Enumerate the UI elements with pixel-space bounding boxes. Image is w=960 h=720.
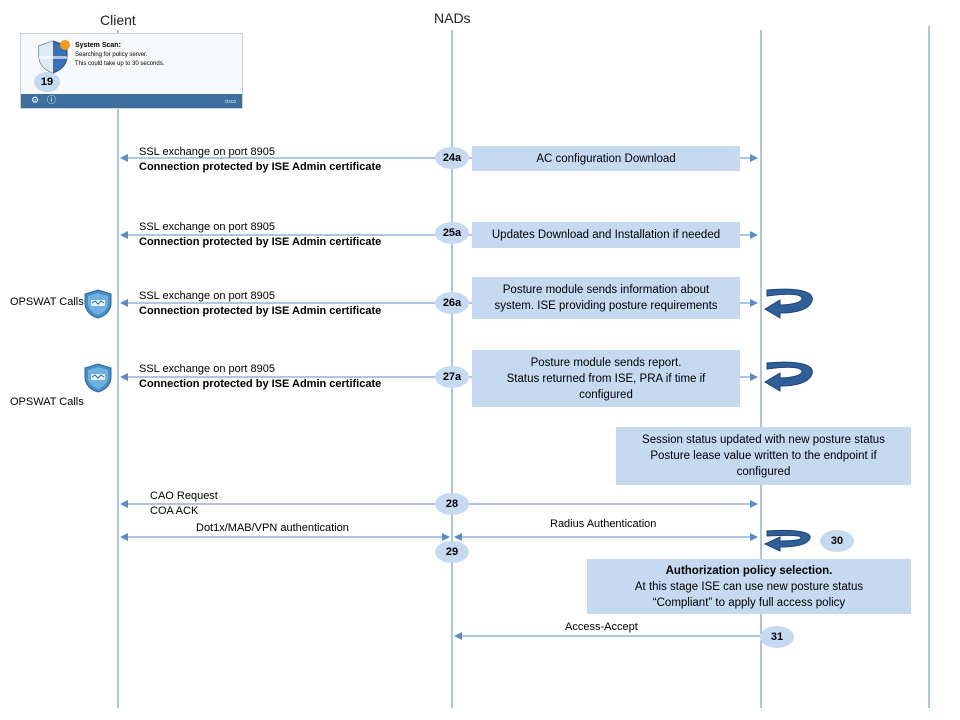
authorization-policy-box: Authorization policy selection. At this …	[587, 559, 911, 614]
box-text: system. ISE providing posture requiremen…	[494, 300, 718, 312]
box-text: Status returned from ISE, PRA if time if	[506, 372, 706, 385]
loop-arrow-30	[763, 529, 811, 552]
popup-line-2: This could take up to 30 seconds.	[75, 61, 165, 67]
box-text: configured	[579, 388, 633, 401]
box-text: AC configuration Download	[536, 152, 676, 165]
box-text: Posture module sends report.	[530, 356, 682, 369]
box-text-bold: Authorization policy selection.	[665, 564, 833, 577]
ssl-message-24a: SSL exchange on port 8905 Connection pro…	[139, 145, 381, 175]
ssl-line: SSL exchange on port 8905	[139, 221, 275, 233]
connection-line: Connection protected by ISE Admin certif…	[139, 161, 382, 173]
coa-ack-label: COA ACK	[150, 505, 199, 517]
box-text: Posture module sends information about	[502, 284, 710, 296]
step-badge-25a: 25a	[435, 222, 469, 244]
connection-line: Connection protected by ISE Admin certif…	[139, 305, 382, 317]
step-badge-27a: 27a	[435, 366, 469, 388]
box-text: Posture lease value written to the endpo…	[650, 450, 877, 462]
popup-title: System Scan:	[75, 42, 121, 49]
step-badge-31: 31	[760, 626, 794, 648]
header-client: Client	[100, 12, 136, 28]
access-accept-label: Access-Accept	[565, 621, 638, 633]
step-badge-19: 19	[34, 72, 60, 92]
system-scan-popup: System Scan: Searching for policy server…	[20, 33, 243, 109]
opswat-label-2: OPSWAT Calls	[10, 396, 84, 408]
box-27a: Posture module sends report. Status retu…	[472, 350, 740, 407]
popup-brand: cisco	[224, 99, 236, 105]
connection-line: Connection protected by ISE Admin certif…	[139, 236, 382, 248]
cao-request-label: CAO Request	[150, 490, 218, 502]
box-text: Session status updated with new posture …	[642, 434, 885, 446]
box-25a: Updates Download and Installation if nee…	[472, 222, 740, 248]
loop-arrow-27a	[764, 361, 813, 392]
ssl-line: SSL exchange on port 8905	[139, 146, 275, 158]
ssl-message-26a: SSL exchange on port 8905 Connection pro…	[139, 289, 381, 319]
step-badge-30: 30	[820, 530, 854, 552]
popup-line-1: Searching for policy server.	[75, 52, 148, 58]
step-badge-26a: 26a	[435, 292, 469, 314]
box-text: “Compliant” to apply full access policy	[652, 596, 846, 609]
step-badge-29: 29	[435, 541, 469, 563]
box-24a: AC configuration Download	[472, 146, 740, 171]
box-text: configured	[736, 466, 791, 478]
box-text: Updates Download and Installation if nee…	[491, 229, 721, 241]
header-nads: NADs	[434, 10, 471, 26]
box-text: At this stage ISE can use new posture st…	[634, 580, 864, 593]
info-icon[interactable]: ⓘ	[47, 95, 57, 105]
step-badge-24a: 24a	[435, 147, 469, 169]
shield-icon	[38, 40, 70, 74]
session-status-box: Session status updated with new posture …	[616, 427, 911, 485]
ssl-line: SSL exchange on port 8905	[139, 290, 275, 302]
loop-arrow-26a	[764, 288, 813, 319]
opswat-shield-icon	[84, 289, 112, 319]
box-26a: Posture module sends information about s…	[472, 277, 740, 319]
gear-icon[interactable]: ⚙	[31, 95, 40, 105]
popup-toolbar	[21, 94, 242, 108]
ssl-line: SSL exchange on port 8905	[139, 363, 275, 375]
opswat-label-1: OPSWAT Calls	[10, 296, 84, 308]
ssl-message-27a: SSL exchange on port 8905 Connection pro…	[139, 362, 381, 392]
ssl-message-25a: SSL exchange on port 8905 Connection pro…	[139, 220, 381, 250]
step-badge-28: 28	[435, 493, 469, 515]
opswat-shield-icon	[84, 363, 112, 393]
connection-line: Connection protected by ISE Admin certif…	[139, 378, 382, 390]
radius-auth-label: Radius Authentication	[550, 518, 657, 530]
dot1x-auth-label: Dot1x/MAB/VPN authentication	[196, 522, 349, 534]
